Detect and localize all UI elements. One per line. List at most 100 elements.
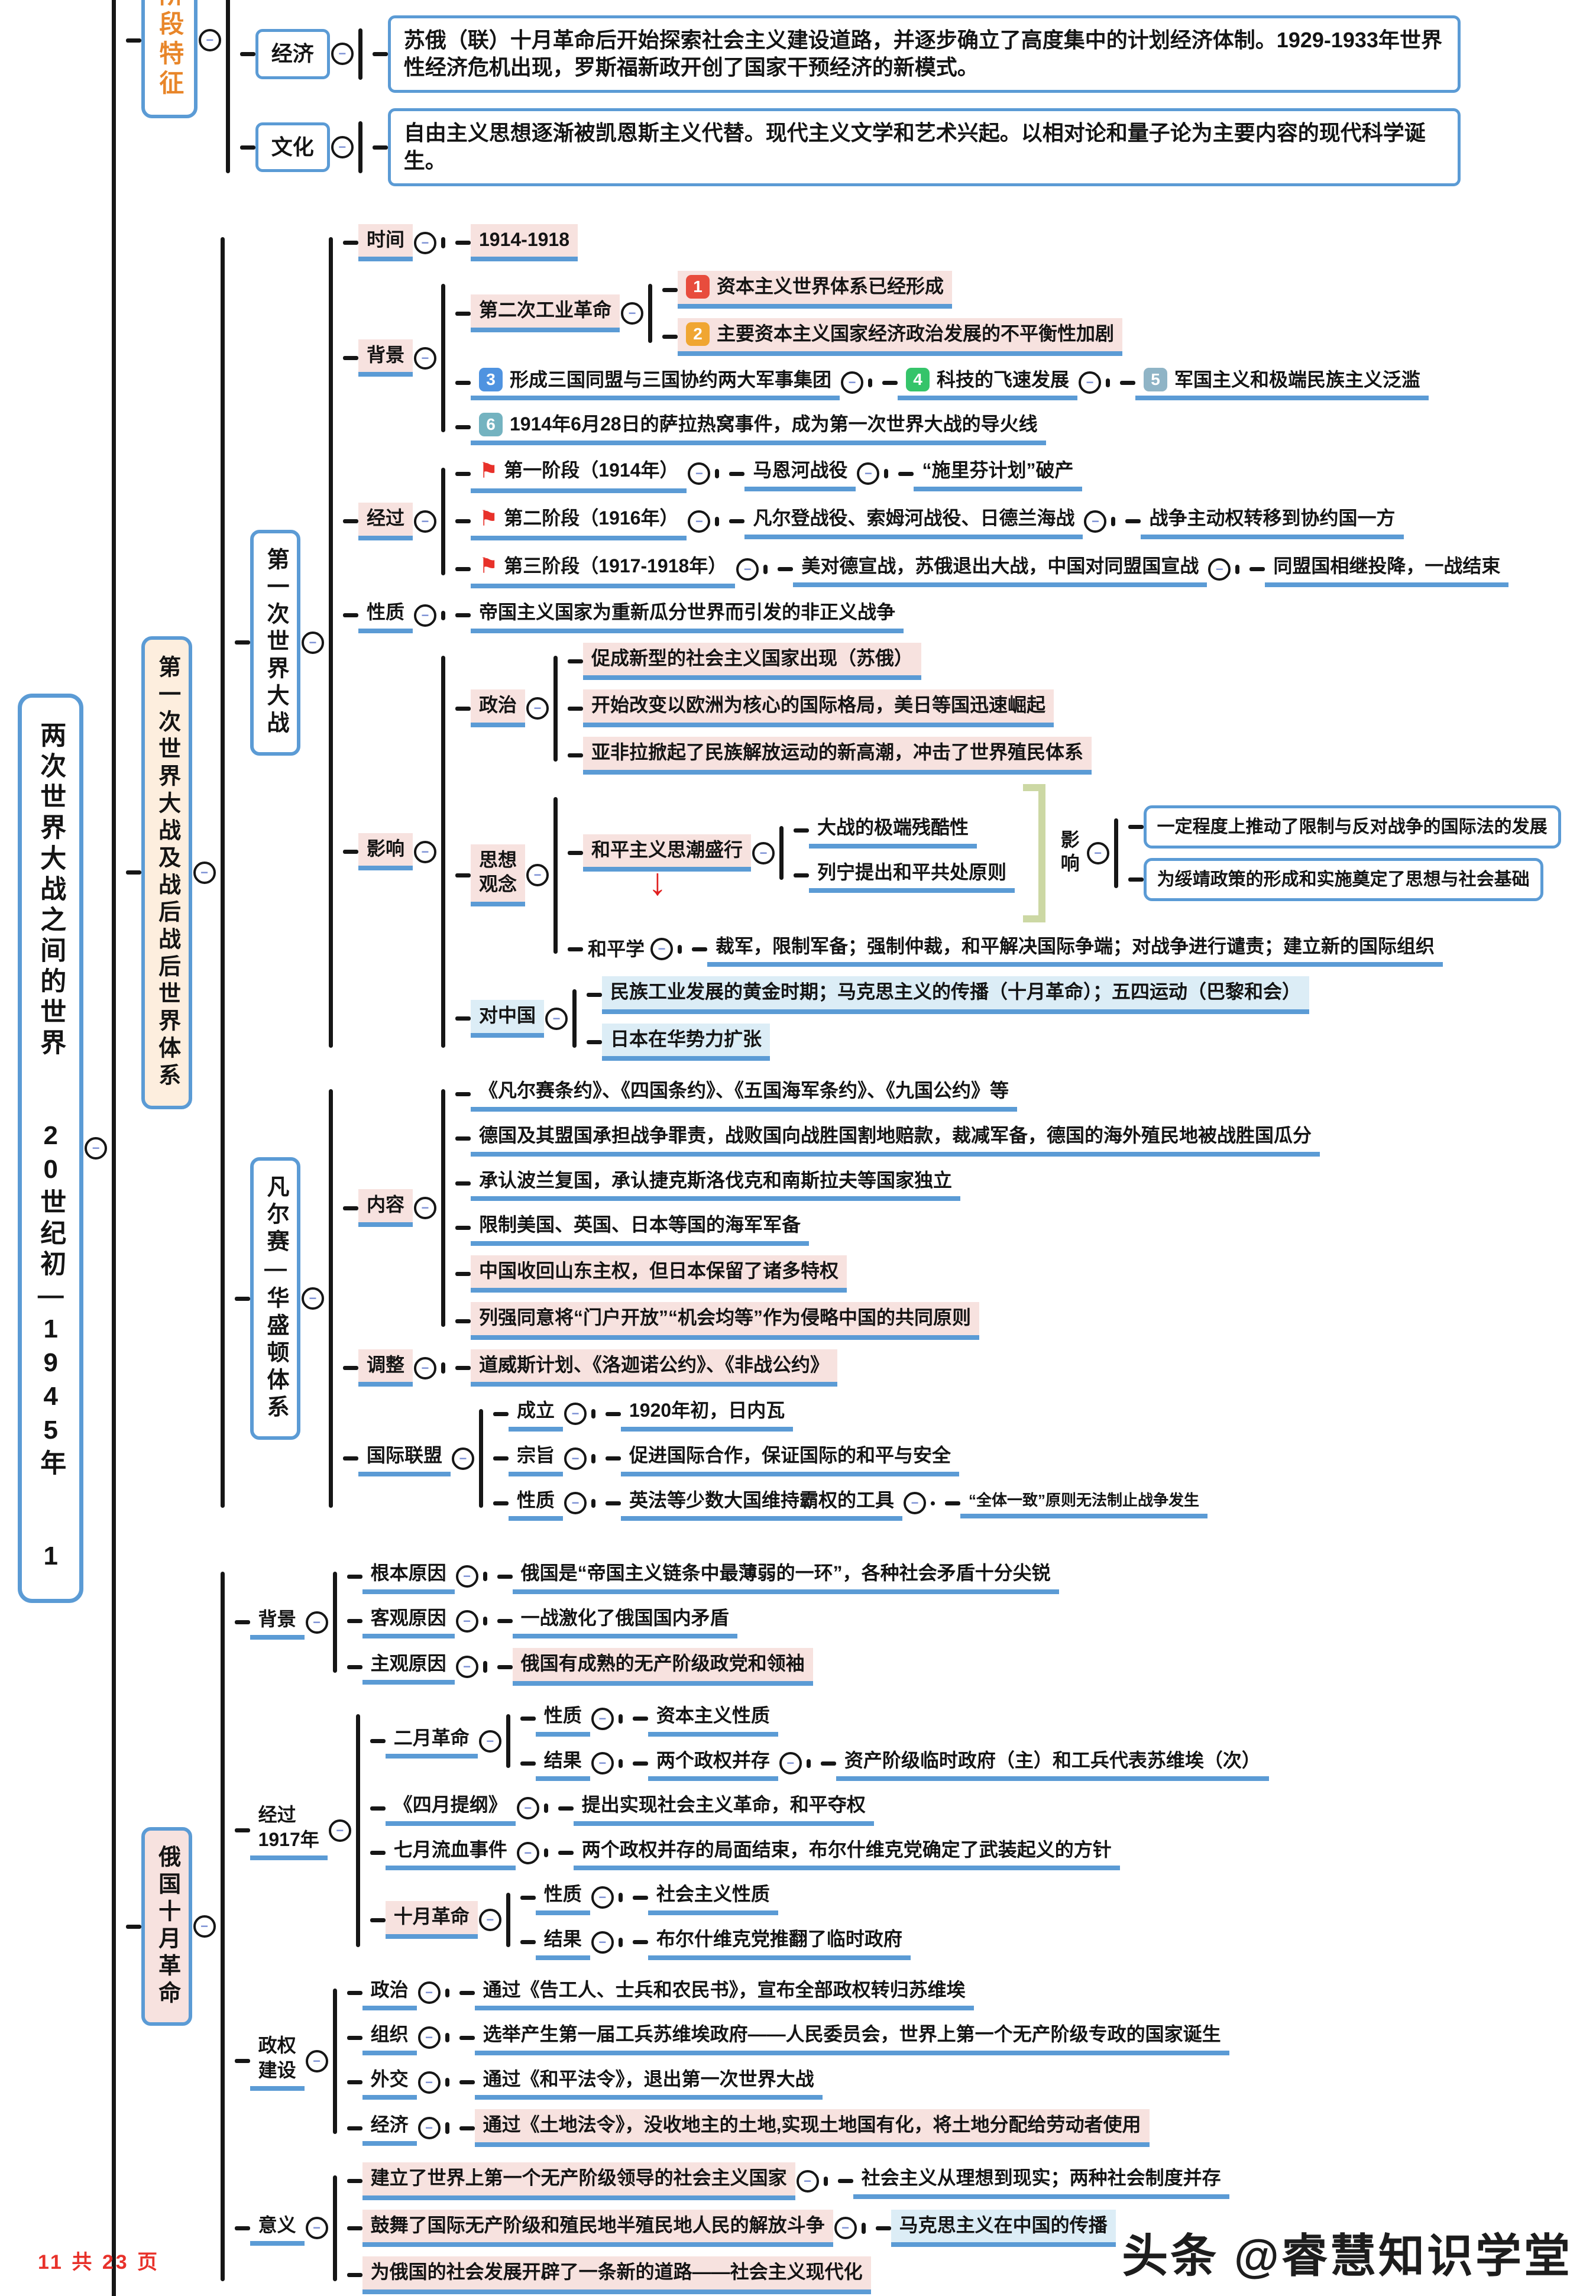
- node-stage3[interactable]: ⚑第三阶段（1917-1918年）: [470, 550, 736, 589]
- node-treaties[interactable]: 《凡尔赛条约》、《四国条约》、《五国海军条约》、《九国公约》等: [470, 1076, 1017, 1112]
- node-oct-nature[interactable]: 性质: [535, 1880, 590, 1916]
- collapse-icon[interactable]: −: [688, 510, 711, 533]
- collapse-icon[interactable]: −: [516, 1841, 539, 1864]
- node-oct-result[interactable]: 结果: [535, 1925, 590, 1960]
- collapse-icon[interactable]: −: [478, 1909, 501, 1932]
- node-subjective-detail[interactable]: 俄国有成熟的无产阶级政党和领袖: [512, 1648, 813, 1686]
- collapse-icon[interactable]: −: [736, 558, 759, 581]
- node-rb-politics[interactable]: 政治: [362, 1976, 417, 2011]
- branch-versailles-washington[interactable]: 凡尔赛—华盛顿体系: [250, 1157, 300, 1440]
- node-culture-detail[interactable]: 自由主义思想逐渐被凯恩斯主义代替。现代主义文学和艺术兴起。以相对论和量子论为主要…: [387, 108, 1461, 186]
- node-impact-p2[interactable]: 开始改变以欧洲为核心的国际格局，美日等国迅速崛起: [583, 689, 1054, 727]
- node-nature[interactable]: 性质: [358, 598, 413, 633]
- collapse-icon[interactable]: −: [413, 1197, 436, 1220]
- node-sig-1-detail[interactable]: 社会主义从理想到现实；两种社会制度并存: [853, 2164, 1229, 2199]
- collapse-icon[interactable]: −: [621, 302, 643, 325]
- collapse-icon[interactable]: −: [1086, 841, 1109, 864]
- node-sig-2[interactable]: 鼓舞了国际无产阶级和殖民地半殖民地人民的解放斗争: [362, 2209, 833, 2248]
- node-rb-politics-detail[interactable]: 通过《告工人、士兵和农民书》，宣布全部政权转归苏维埃: [474, 1976, 974, 2011]
- node-feb-nature[interactable]: 性质: [535, 1701, 590, 1737]
- node-rb-economy[interactable]: 经济: [362, 2110, 417, 2146]
- collapse-icon[interactable]: −: [591, 1707, 614, 1730]
- node-sig-3[interactable]: 为俄国的社会发展开辟了一条新的道路——社会主义现代化: [362, 2256, 871, 2294]
- node-pacifism-impact[interactable]: 影响: [1051, 828, 1086, 878]
- node-initiative[interactable]: 战争主动权转移到协约国一方: [1141, 504, 1404, 539]
- collapse-icon[interactable]: −: [478, 1730, 501, 1753]
- node-content[interactable]: 内容: [358, 1189, 413, 1227]
- node-economy[interactable]: 经济: [255, 29, 330, 79]
- node-oct-background[interactable]: 背景: [250, 1605, 305, 1640]
- collapse-icon[interactable]: −: [85, 1136, 108, 1160]
- collapse-icon[interactable]: −: [752, 841, 775, 864]
- node-sig-2-detail[interactable]: 马克思主义在中国的传播: [891, 2209, 1116, 2248]
- node-lenin-principle[interactable]: 列宁提出和平共处原则: [809, 858, 1015, 893]
- node-rb-organization[interactable]: 组织: [362, 2020, 417, 2055]
- collapse-icon[interactable]: −: [564, 1403, 587, 1426]
- collapse-icon[interactable]: −: [305, 2049, 328, 2072]
- node-schlieffen[interactable]: “施里芬计划”破产: [914, 456, 1082, 491]
- collapse-icon[interactable]: −: [305, 2217, 328, 2240]
- node-subjective-cause[interactable]: 主观原因: [362, 1649, 455, 1685]
- node-intl-law[interactable]: 一定程度上推动了限制与反对战争的国际法的发展: [1143, 805, 1561, 849]
- node-objective-detail[interactable]: 一战激化了俄国国内矛盾: [512, 1604, 737, 1639]
- node-impact-p1[interactable]: 促成新型的社会主义国家出现（苏俄）: [583, 642, 922, 681]
- collapse-icon[interactable]: −: [779, 1752, 802, 1775]
- collapse-icon[interactable]: −: [650, 938, 674, 961]
- collapse-icon[interactable]: −: [904, 1492, 927, 1515]
- node-regime-building[interactable]: 政权 建设: [250, 2031, 305, 2091]
- node-on-china[interactable]: 对中国: [470, 999, 544, 1038]
- node-time[interactable]: 时间: [358, 224, 413, 262]
- collapse-icon[interactable]: −: [413, 1356, 436, 1379]
- node-war-end[interactable]: 同盟国相继投降，一战结束: [1265, 552, 1509, 587]
- node-rb-economy-detail[interactable]: 通过《土地法令》，没收地主的土地,实现土地国有化，将土地分配给劳动者使用: [474, 2109, 1150, 2147]
- node-oct-result-detail[interactable]: 布尔什维克党推翻了临时政府: [648, 1925, 911, 1960]
- node-feb-revolution[interactable]: 二月革命: [385, 1724, 478, 1759]
- node-1917-events[interactable]: 美对德宣战，苏俄退出大战，中国对同盟国宣战: [793, 552, 1207, 587]
- collapse-icon[interactable]: −: [417, 1981, 441, 2004]
- node-dawes[interactable]: 道威斯计划、《洛迦诺公约》、《非战公约》: [470, 1349, 837, 1387]
- collapse-icon[interactable]: −: [417, 2117, 441, 2140]
- collapse-icon[interactable]: −: [1208, 558, 1231, 581]
- node-rb-diplomacy-detail[interactable]: 通过《和平法令》，退出第一次世界大战: [474, 2065, 823, 2100]
- node-1916-battles[interactable]: 凡尔登战役、索姆河战役、日德兰海战: [744, 504, 1083, 539]
- node-geneva[interactable]: 1920年初，日内瓦: [621, 1396, 794, 1432]
- node-nature-detail[interactable]: 帝国主义国家为重新瓜分世界而引发的非正义战争: [470, 598, 904, 633]
- node-stage2[interactable]: ⚑第二阶段（1916年）: [470, 503, 687, 541]
- node-july-days[interactable]: 七月流血事件: [385, 1835, 516, 1871]
- collapse-icon[interactable]: −: [516, 1797, 539, 1820]
- node-impact-politics[interactable]: 政治: [470, 689, 525, 727]
- branch-ww1-postwar-system[interactable]: 第一次世界大战及战后战后世界体系: [141, 636, 192, 1109]
- node-sig-1[interactable]: 建立了世界上第一个无产阶级领导的社会主义国家: [362, 2162, 795, 2200]
- collapse-icon[interactable]: −: [834, 2217, 857, 2240]
- collapse-icon[interactable]: −: [455, 1610, 478, 1633]
- collapse-icon[interactable]: −: [328, 1819, 351, 1842]
- root-topic[interactable]: 两次世界大战之间的世界 20世纪初—1945年 1: [18, 693, 84, 1603]
- node-course[interactable]: 经过: [358, 503, 413, 540]
- node-rb-org-detail[interactable]: 选举产生第一届工兵苏维埃政府——人民委员会，世界上第一个无产阶级专政的国家诞生: [474, 2020, 1229, 2055]
- node-league[interactable]: 国际联盟: [358, 1441, 451, 1476]
- collapse-icon[interactable]: −: [1079, 371, 1102, 394]
- node-rb-diplomacy[interactable]: 外交: [362, 2065, 417, 2100]
- collapse-icon[interactable]: −: [564, 1447, 587, 1470]
- node-culture[interactable]: 文化: [255, 122, 330, 173]
- collapse-icon[interactable]: −: [417, 2071, 441, 2094]
- collapse-icon[interactable]: −: [331, 136, 354, 159]
- node-unanimity[interactable]: “全体一致”原则无法制止战争发生: [960, 1488, 1208, 1519]
- collapse-icon[interactable]: −: [591, 1931, 614, 1954]
- node-objective-cause[interactable]: 客观原因: [362, 1604, 455, 1639]
- node-league-tool[interactable]: 英法等少数大国维持霸权的工具: [621, 1486, 903, 1521]
- collapse-icon[interactable]: −: [331, 43, 354, 66]
- node-league-founding[interactable]: 成立: [508, 1396, 563, 1432]
- node-china-1[interactable]: 民族工业发展的黄金时期；马克思主义的传播（十月革命）；五四运动（巴黎和会）: [602, 976, 1310, 1014]
- node-background[interactable]: 背景: [358, 339, 413, 377]
- collapse-icon[interactable]: −: [198, 29, 221, 52]
- collapse-icon[interactable]: −: [193, 861, 216, 884]
- node-navy-limit[interactable]: 限制美国、英国、日本等国的海军军备: [470, 1210, 809, 1246]
- collapse-icon[interactable]: −: [455, 1565, 478, 1588]
- node-ideology[interactable]: 思想 观念: [470, 844, 525, 906]
- collapse-icon[interactable]: −: [545, 1007, 568, 1030]
- collapse-icon[interactable]: −: [591, 1752, 614, 1775]
